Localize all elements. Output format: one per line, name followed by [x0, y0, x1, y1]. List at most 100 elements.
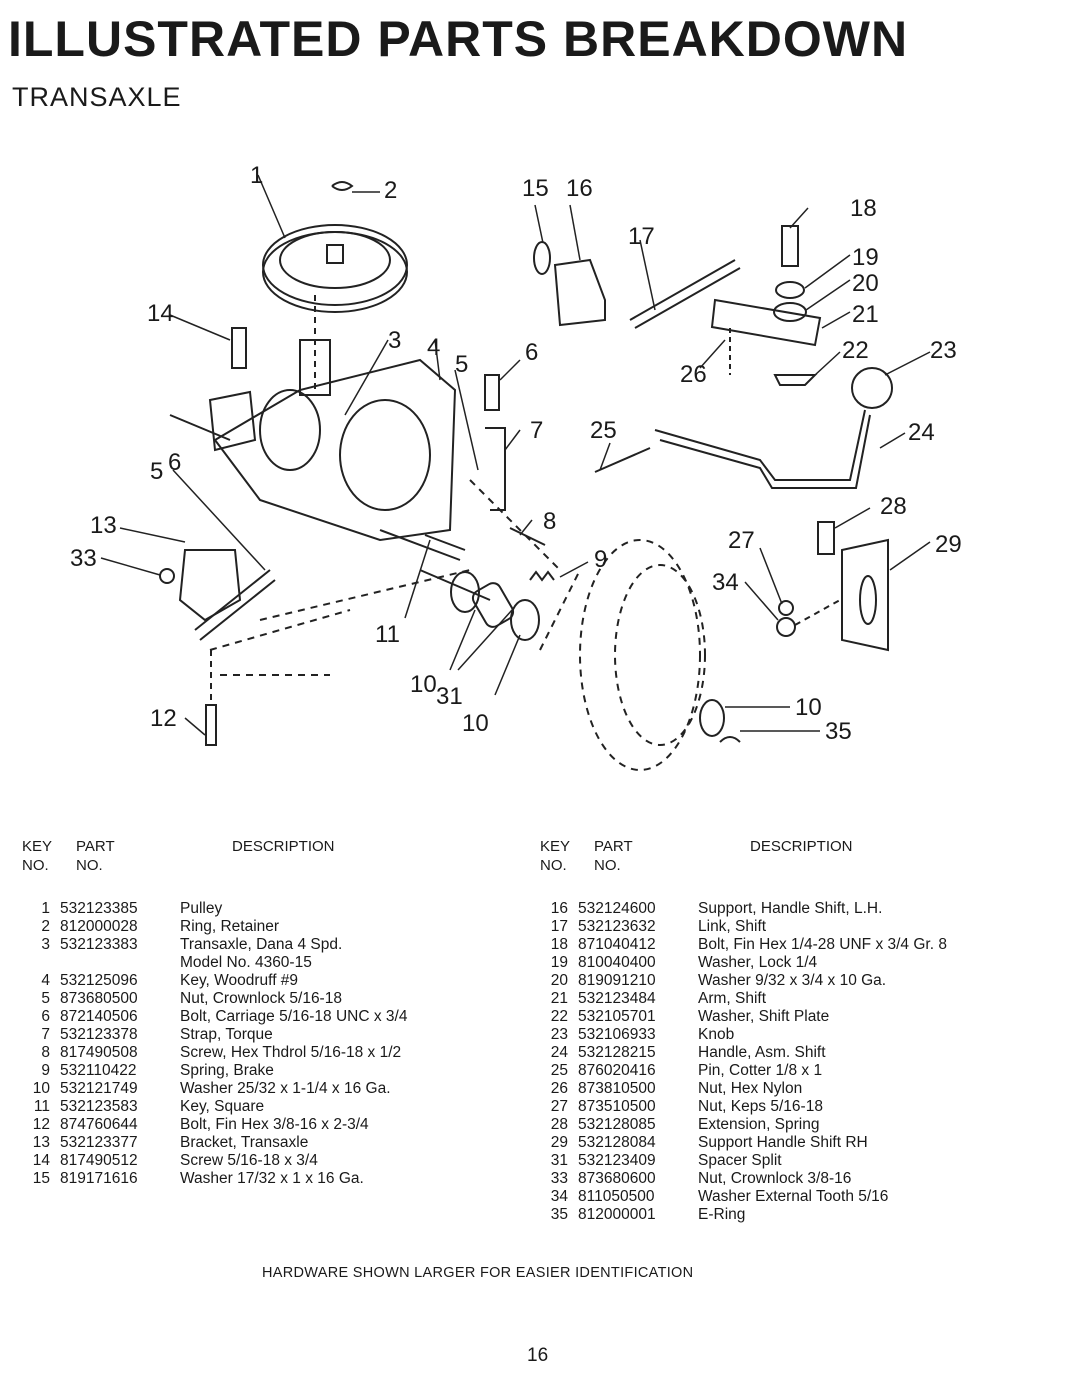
description-cell: Key, Square [180, 1098, 265, 1115]
description-cell: E-Ring [698, 1206, 746, 1223]
part-number-cell: 532105701 [578, 1008, 656, 1025]
part-number-cell: 532106933 [578, 1026, 656, 1043]
description-cell: Model No. 4360-15 [180, 954, 312, 971]
key-cell: 9 [41, 1062, 50, 1079]
part-number-cell: 876020416 [578, 1062, 656, 1079]
callout-11: 11 [375, 621, 400, 648]
header-part-no: NO. [594, 857, 621, 874]
part-number-cell: 532123632 [578, 918, 656, 935]
table-row: 16 532124600 Support, Handle Shift, L.H. [540, 900, 1060, 918]
header-key-no: NO. [540, 857, 567, 874]
description-cell: Extension, Spring [698, 1116, 820, 1133]
part-number-cell: 873680500 [60, 990, 138, 1007]
bracket-drawing [178, 549, 242, 622]
part-number-cell: 812000001 [578, 1206, 656, 1223]
callout-19: 19 [852, 244, 879, 271]
part-number-cell: 873680600 [578, 1170, 656, 1187]
part-number-cell: 532128084 [578, 1134, 656, 1151]
header-key: KEY [540, 838, 571, 855]
callout-20: 20 [852, 270, 879, 297]
table-row: Model No. 4360-15 [22, 954, 522, 972]
callout-16: 16 [566, 175, 593, 202]
callout-27: 27 [728, 527, 755, 554]
key-cell: 6 [41, 1008, 50, 1025]
table-row: 27 873510500 Nut, Keps 5/16-18 [540, 1098, 1060, 1116]
part-number-cell: 532123484 [578, 990, 656, 1007]
part-number-cell: 532123583 [60, 1098, 138, 1115]
key-cell: 34 [550, 1188, 568, 1205]
retainer-ring-drawing [331, 181, 354, 191]
part-number-cell: 871040412 [578, 936, 656, 953]
key-cell: 22 [550, 1008, 568, 1025]
key-cell: 2 [41, 918, 50, 935]
section-subtitle: TRANSAXLE [12, 82, 182, 112]
parts-table-right: KEY NO. PART NO. DESCRIPTION 16 532124600… [540, 838, 1060, 1224]
header-description: DESCRIPTION [232, 838, 335, 855]
callout-3: 3 [388, 327, 401, 354]
callout-1: 1 [250, 162, 263, 189]
description-cell: Support, Handle Shift, L.H. [698, 900, 883, 917]
part-number-cell: 532123377 [60, 1134, 138, 1151]
key-cell: 27 [550, 1098, 568, 1115]
callout-25: 25 [590, 417, 617, 444]
description-cell: Washer 17/32 x 1 x 16 Ga. [180, 1170, 364, 1187]
part-number-cell: 810040400 [578, 954, 656, 971]
description-cell: Transaxle, Dana 4 Spd. [180, 936, 343, 953]
callout-28: 28 [880, 493, 907, 520]
part-number-cell: 873510500 [578, 1098, 656, 1115]
part-number-cell: 532123378 [60, 1026, 138, 1043]
description-cell: Spring, Brake [180, 1062, 274, 1079]
pulley-drawing [262, 224, 408, 313]
header-description: DESCRIPTION [750, 838, 853, 855]
footnote: HARDWARE SHOWN LARGER FOR EASIER IDENTIF… [262, 1265, 694, 1281]
description-cell: Bolt, Fin Hex 3/8-16 x 2-3/4 [180, 1116, 369, 1133]
parts-rows-right: 16 532124600 Support, Handle Shift, L.H. 17… [540, 900, 1060, 1224]
key-cell: 19 [550, 954, 568, 971]
part-number-cell: 812000028 [60, 918, 138, 935]
part-number-cell: 872140506 [60, 1008, 138, 1025]
description-cell: Nut, Keps 5/16-18 [698, 1098, 823, 1115]
table-header: KEY NO. PART NO. DESCRIPTION [540, 838, 1060, 878]
part-number-cell: 819091210 [578, 972, 656, 989]
key-cell: 20 [550, 972, 568, 989]
part-number-cell: 532121749 [60, 1080, 138, 1097]
description-cell: Washer External Tooth 5/16 [698, 1188, 889, 1205]
part-number-cell: 811050500 [578, 1188, 655, 1205]
table-header: KEY NO. PART NO. DESCRIPTION [22, 838, 522, 878]
part-number-cell: 532123385 [60, 900, 138, 917]
description-cell: Bolt, Fin Hex 1/4-28 UNF x 3/4 Gr. 8 [698, 936, 947, 953]
callout-labels: 1 2 15 16 18 17 19 20 14 21 3 4 5 6 22 2… [70, 162, 962, 745]
key-cell: 10 [32, 1080, 50, 1097]
callout-24: 24 [908, 419, 935, 446]
description-cell: Screw 5/16-18 x 3/4 [180, 1152, 318, 1169]
shift-support-drawing [553, 258, 606, 327]
key-cell: 28 [550, 1116, 568, 1133]
table-row: 34 811050500 Washer External Tooth 5/16 [540, 1188, 1060, 1206]
key-cell: 5 [41, 990, 50, 1007]
part-number-cell: 532123409 [578, 1152, 656, 1169]
key-cell: 16 [550, 900, 568, 917]
description-cell: Bolt, Carriage 5/16-18 UNC x 3/4 [180, 1008, 408, 1025]
description-cell: Support Handle Shift RH [698, 1134, 868, 1151]
part-number-cell: 532124600 [578, 900, 656, 917]
key-cell: 35 [550, 1206, 568, 1223]
key-cell: 17 [550, 918, 568, 935]
callout-15: 15 [522, 175, 549, 202]
callout-12: 12 [150, 705, 177, 732]
callout-17: 17 [628, 223, 655, 250]
